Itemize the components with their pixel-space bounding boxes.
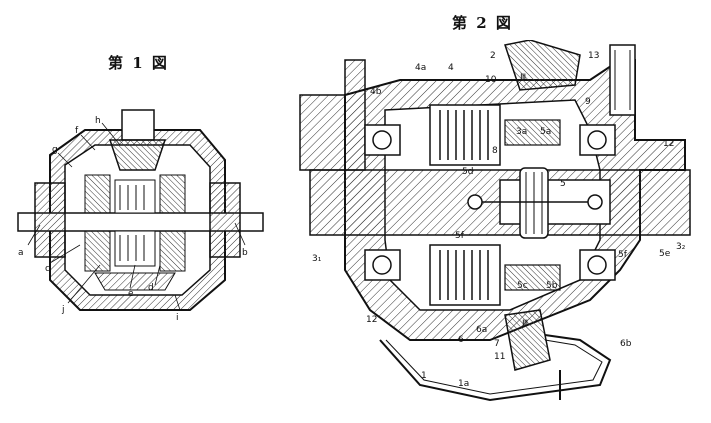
fig2-label-6: 6	[458, 335, 464, 345]
figure-2-drawing	[299, 40, 691, 402]
fig2-label-11: 11	[494, 352, 506, 362]
fig1-label-a: a	[18, 248, 24, 258]
fig2-label-5b: 5b	[546, 281, 558, 291]
fig2-label-6b: 6b	[620, 339, 632, 349]
fig2-label-5a: 5a	[540, 127, 552, 137]
fig1-label-i: i	[176, 313, 179, 323]
fig2-label-10: 10	[485, 75, 497, 85]
fig2-label-1: 1	[421, 371, 427, 381]
fig2-label-5f-right: 5f	[618, 250, 627, 260]
fig2-label-4a: 4a	[415, 63, 427, 73]
fig2-label-5e: 5e	[659, 249, 671, 259]
fig1-label-e: e	[128, 289, 134, 299]
fig1-label-g: g	[52, 145, 58, 155]
fig1-label-c: c	[45, 264, 50, 274]
figure-2-title: 第 2 図	[452, 14, 513, 32]
fig2-label-12-top: 12	[663, 139, 675, 149]
fig2-label-4: 4	[448, 63, 454, 73]
fig2-label-2: 2	[490, 51, 496, 61]
fig2-label-12-bottom: 12	[366, 315, 378, 325]
fig2-label-3-2: 3₂	[676, 242, 686, 252]
fig2-label-9: 9	[585, 97, 591, 107]
figure-1-title: 第 1 図	[108, 54, 169, 72]
fig2-label-6a: 6a	[476, 325, 488, 335]
fig2-label-4b: 4b	[370, 87, 382, 97]
fig2-label-1a: 1a	[458, 379, 470, 389]
fig2-label-III-top: Ⅲ	[520, 73, 527, 83]
fig1-label-j: j	[62, 305, 65, 315]
fig2-label-5c: 5c	[517, 281, 528, 291]
fig2-label-7: 7	[494, 339, 500, 349]
fig2-label-3-1: 3₁	[312, 254, 322, 264]
fig2-label-5d: 5d	[462, 167, 474, 177]
figure-1-drawing	[17, 109, 264, 311]
fig1-label-b: b	[242, 248, 248, 258]
fig2-label-3a: 3a	[516, 127, 528, 137]
fig2-label-III-center: Ⅲ	[522, 319, 529, 329]
fig2-label-13: 13	[588, 51, 600, 61]
fig2-label-5f-left: 5f	[455, 231, 464, 241]
fig1-label-h: h	[95, 116, 101, 126]
fig1-label-d: d	[148, 283, 154, 293]
fig2-label-5: 5	[560, 179, 566, 189]
fig2-label-8: 8	[492, 146, 498, 156]
fig1-label-f: f	[75, 126, 79, 136]
